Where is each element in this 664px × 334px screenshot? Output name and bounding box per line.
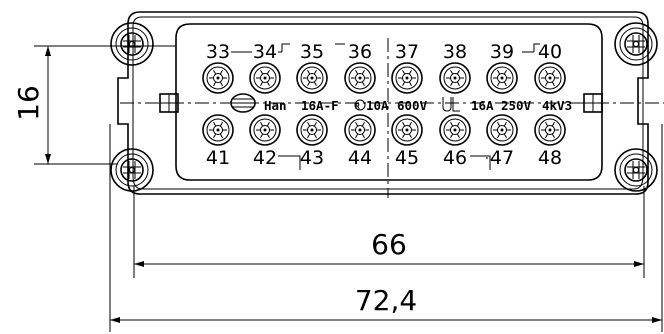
pin-38 [439, 62, 471, 94]
marking-current-a: 10A [366, 98, 389, 113]
pin-label-48: 48 [538, 147, 562, 169]
pin-label-38: 38 [443, 41, 467, 63]
pin-label-44: 44 [348, 147, 372, 169]
marking-voltage-b: 250V [501, 98, 532, 113]
marking-voltage-a: 600V [397, 98, 428, 113]
pin-48 [534, 114, 566, 146]
top-pin-row [202, 62, 566, 94]
pin-43 [296, 114, 328, 146]
pin-label-40: 40 [538, 41, 562, 63]
pin-40 [534, 62, 566, 94]
marking-current-b: 16A [471, 98, 494, 113]
insert-outline [175, 23, 603, 181]
overall-width-dimension: 72,4 [109, 124, 663, 332]
pin-label-45: 45 [395, 147, 419, 169]
pin-42 [249, 114, 281, 146]
marking-han: Han [264, 98, 287, 113]
han-logo-icon [230, 93, 256, 113]
bottom-pin-row [202, 114, 566, 146]
ul-logo-icon [442, 97, 460, 112]
pin-45 [391, 114, 423, 146]
pin-41 [202, 114, 234, 146]
pin-label-35: 35 [300, 41, 324, 63]
pin-44 [344, 114, 376, 146]
pin-label-47: 47 [490, 147, 514, 169]
pin-35 [296, 62, 328, 94]
pin-label-43: 43 [300, 147, 324, 169]
pin-label-36: 36 [348, 41, 372, 63]
height-dimension: 16 [12, 45, 176, 165]
ul-recognition-icon: R [354, 99, 366, 111]
right-coding-key [583, 93, 603, 113]
screw-2 [614, 22, 658, 66]
pin-39 [486, 62, 518, 94]
pin-label-33: 33 [206, 41, 230, 63]
top-pin-labels: 33 34 35 36 37 38 39 40 [206, 41, 562, 63]
top-label-bracket [231, 43, 540, 53]
pin-33 [202, 62, 234, 94]
pin-label-37: 37 [395, 41, 419, 63]
overall-width-value: 72,4 [355, 284, 417, 317]
bottom-label-bracket [278, 155, 491, 170]
screw-1 [110, 22, 154, 66]
pin-34 [249, 62, 281, 94]
mounting-screws [110, 22, 658, 192]
bottom-pin-labels: 41 42 43 44 45 46 47 48 [206, 147, 562, 169]
pin-46 [439, 114, 471, 146]
pin-label-34: 34 [253, 41, 277, 63]
height-value: 16 [12, 85, 45, 121]
svg-text:R: R [355, 102, 360, 111]
pin-36 [344, 62, 376, 94]
pin-label-39: 39 [490, 41, 514, 63]
pin-47 [486, 114, 518, 146]
left-coding-key [159, 93, 179, 113]
pin-label-46: 46 [443, 147, 467, 169]
insert-marking: Han 16A-F R 10A 600V 16A 250V 4kV3 [264, 97, 572, 113]
pin-37 [391, 62, 423, 94]
screw-3 [110, 148, 154, 192]
pitch-width-dimension: 66 [133, 186, 645, 278]
pin-label-42: 42 [253, 147, 277, 169]
pin-label-41: 41 [206, 147, 230, 169]
marking-impulse: 4kV3 [542, 98, 572, 113]
marking-insert-type: 16A-F [301, 98, 339, 113]
pitch-width-value: 66 [371, 228, 407, 261]
screw-4 [614, 148, 658, 192]
